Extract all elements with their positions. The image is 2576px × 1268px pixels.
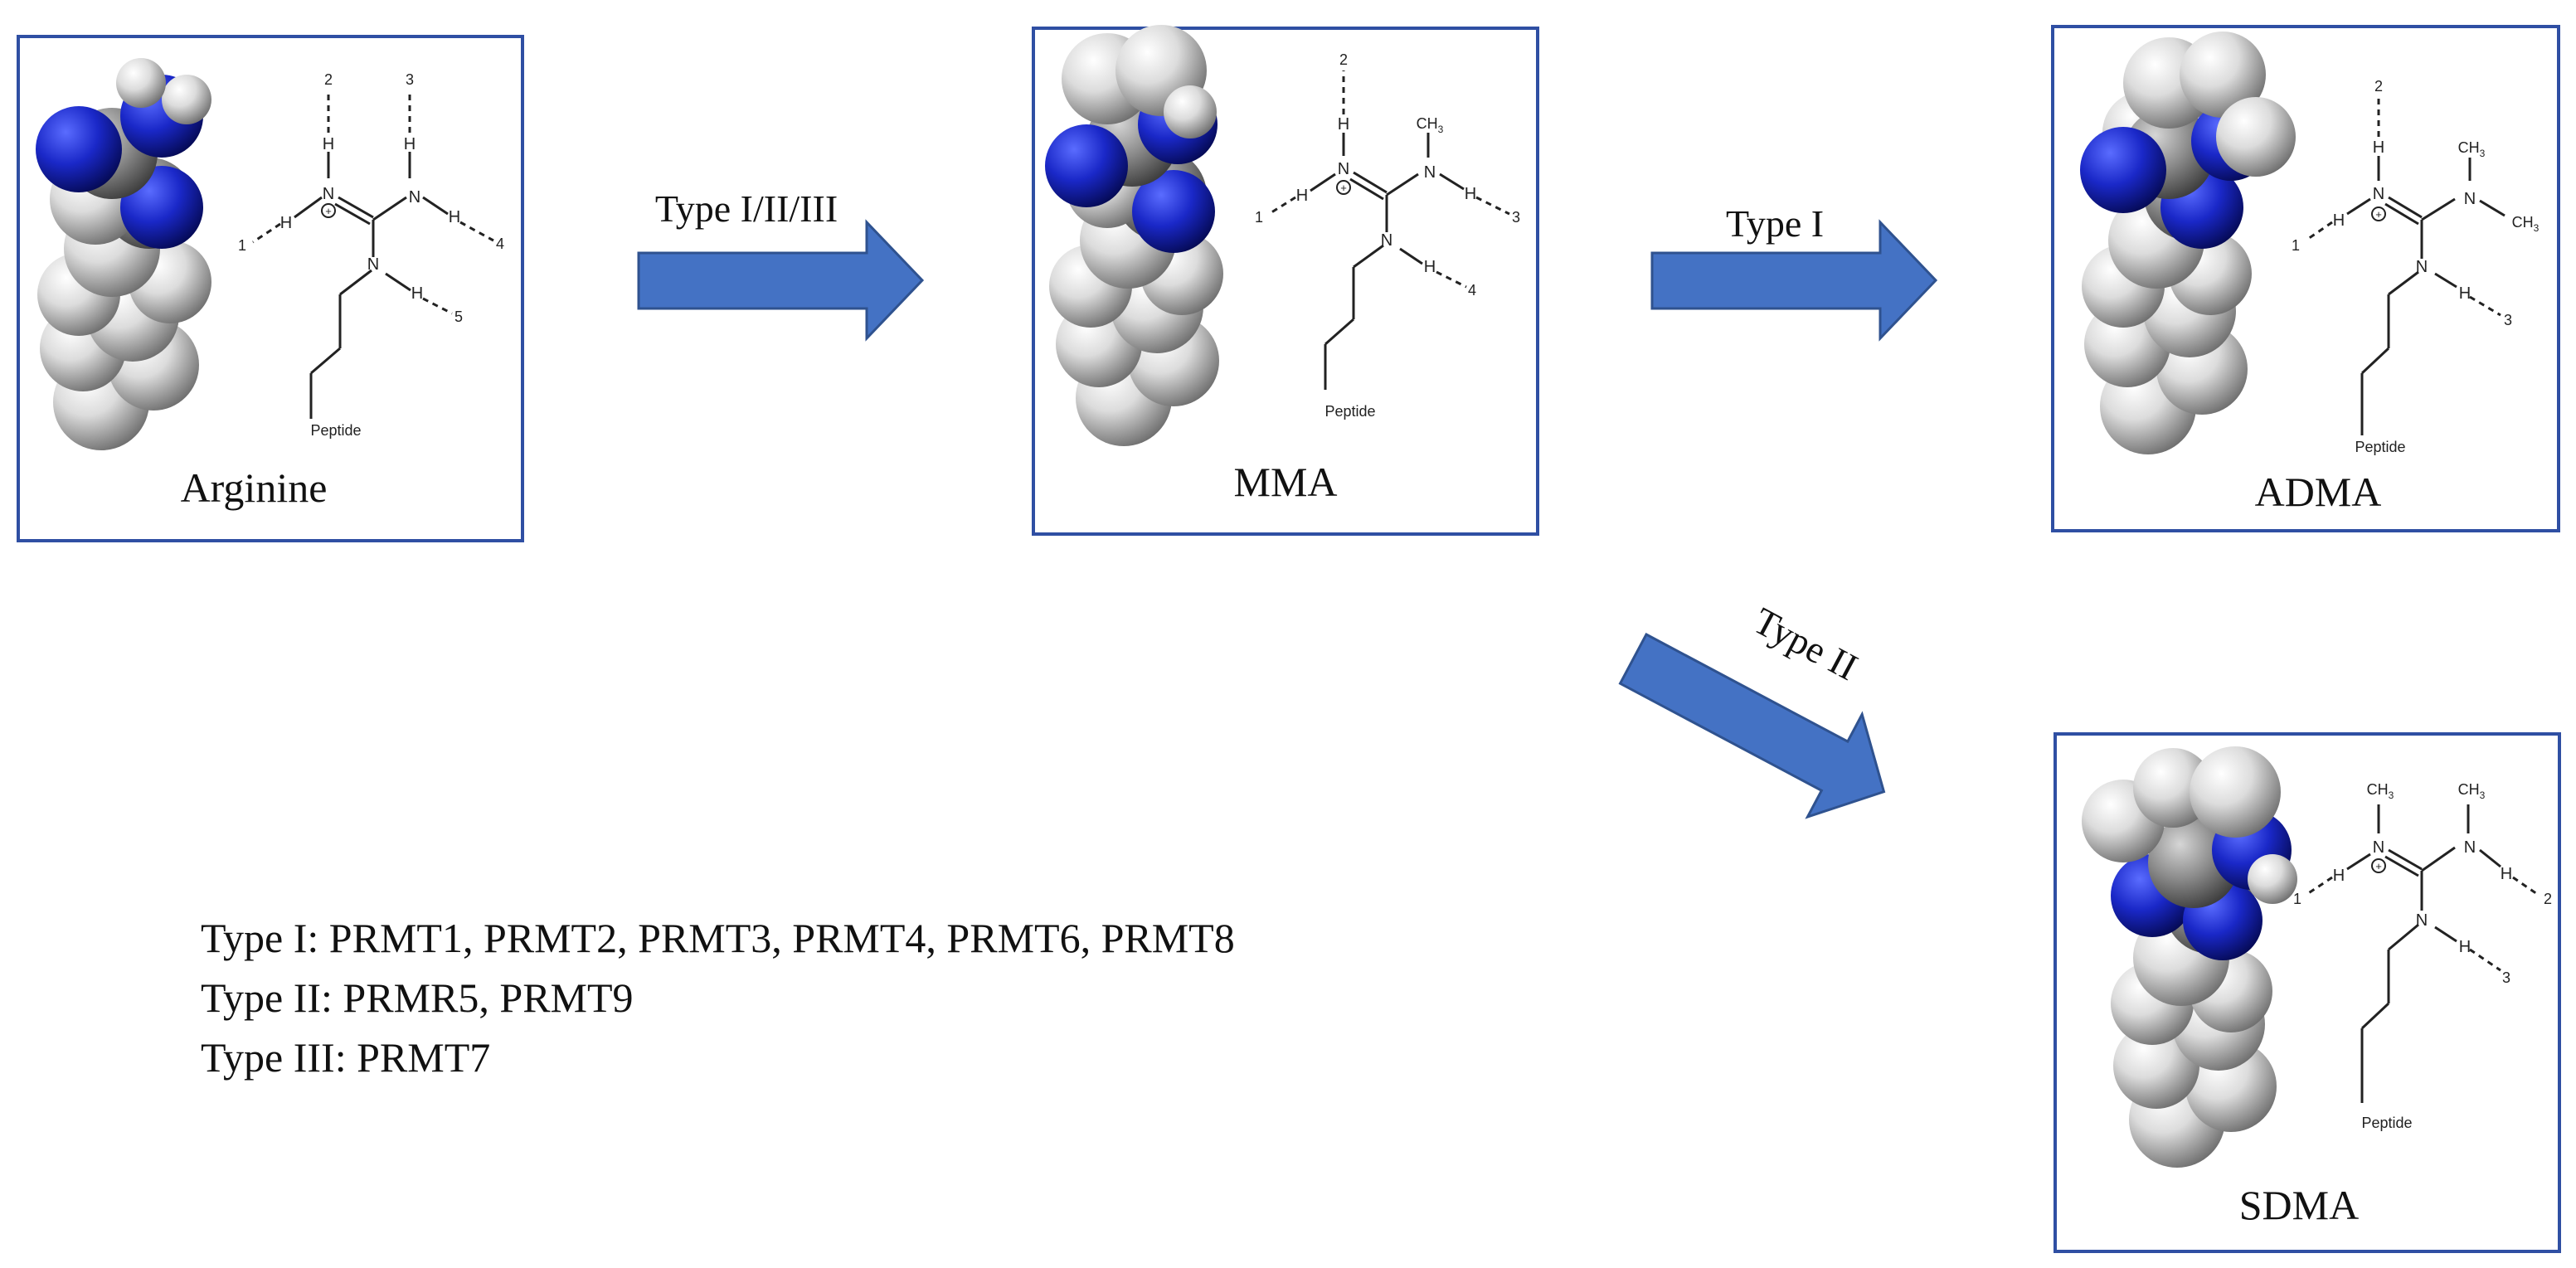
svg-text:H: H: [2373, 138, 2384, 157]
svg-text:2: 2: [1339, 51, 1348, 68]
svg-text:3: 3: [406, 71, 414, 88]
svg-text:+: +: [1340, 182, 1347, 194]
svg-text:+: +: [325, 205, 332, 217]
svg-text:1: 1: [2292, 237, 2300, 254]
arrow-mma-to-sdma: Type II: [1618, 599, 1886, 819]
svg-text:N: N: [2464, 190, 2476, 208]
svg-text:3: 3: [2502, 969, 2510, 986]
svg-text:H: H: [2459, 938, 2471, 956]
mma-structure: [1268, 70, 1510, 390]
arginine-panel: N + N N H H H H H 2 3 1 4 5 Peptide Argi…: [17, 35, 524, 542]
svg-text:CH3: CH3: [2367, 781, 2394, 801]
svg-text:N: N: [1338, 160, 1349, 178]
arrow-mma-to-adma: Type I: [1650, 202, 1938, 342]
legend-line-type-iii: Type III: PRMT7: [201, 1034, 490, 1081]
adma-structure-labels: N + N N H H H CH3 CH3 2 1 3 Peptide: [2292, 78, 2540, 455]
arrow-arginine-to-mma: Type I/II/III: [637, 187, 925, 342]
sdma-structure: [2306, 804, 2540, 1103]
adma-panel: N + N N H H H CH3 CH3 2 1 3 Peptide ADMA: [2051, 25, 2560, 532]
svg-text:H: H: [1465, 185, 1476, 203]
svg-text:N: N: [2373, 838, 2384, 857]
svg-text:H: H: [323, 135, 334, 153]
svg-text:N: N: [1381, 231, 1392, 250]
svg-text:3: 3: [1512, 209, 1520, 226]
mma-caption: MMA: [1233, 459, 1337, 505]
sdma-space-filling-model: [2082, 746, 2297, 1168]
svg-text:CH3: CH3: [2512, 214, 2540, 234]
svg-text:Peptide: Peptide: [1324, 403, 1375, 420]
svg-text:N: N: [2464, 838, 2476, 857]
svg-text:1: 1: [238, 237, 246, 254]
svg-text:+: +: [2375, 860, 2382, 872]
svg-text:N: N: [2373, 185, 2384, 203]
svg-text:H: H: [2459, 284, 2471, 303]
sdma-panel: N + N N H H H CH3 CH3 1 2 3 Peptide SDMA: [2054, 732, 2561, 1253]
svg-text:+: +: [2375, 208, 2382, 221]
arginine-space-filling-model: [36, 58, 211, 450]
svg-text:H: H: [404, 135, 416, 153]
svg-text:H: H: [1424, 258, 1436, 276]
sdma-structure-labels: N + N N H H H CH3 CH3 1 2 3 Peptide: [2293, 781, 2552, 1131]
svg-text:CH3: CH3: [2458, 139, 2486, 159]
svg-text:2: 2: [2374, 78, 2383, 95]
svg-text:5: 5: [454, 308, 463, 325]
svg-text:CH3: CH3: [2458, 781, 2486, 801]
arginine-structure-labels: N + N N H H H H H 2 3 1 4 5 Peptide: [238, 71, 504, 439]
svg-text:1: 1: [2293, 891, 2301, 907]
svg-text:N: N: [1424, 163, 1436, 182]
svg-text:Peptide: Peptide: [310, 422, 361, 439]
svg-text:H: H: [2501, 865, 2512, 883]
svg-text:2: 2: [2544, 891, 2552, 907]
adma-space-filling-model: [2080, 32, 2296, 454]
svg-text:Peptide: Peptide: [2355, 439, 2405, 455]
enzyme-legend: Type I: PRMT1, PRMT2, PRMT3, PRMT4, PRMT…: [201, 915, 1235, 1081]
svg-text:N: N: [2416, 911, 2428, 930]
svg-text:N: N: [323, 185, 334, 203]
svg-text:N: N: [2416, 258, 2428, 276]
adma-caption: ADMA: [2255, 469, 2382, 515]
arginine-structure: [252, 90, 494, 419]
adma-structure: [2305, 98, 2506, 435]
svg-text:H: H: [280, 214, 292, 232]
svg-text:CH3: CH3: [1417, 115, 1444, 135]
svg-text:H: H: [2333, 867, 2345, 885]
svg-text:4: 4: [496, 236, 504, 252]
mma-structure-labels: N + N N H H H H CH3 2 1 3 4 Peptide: [1255, 51, 1520, 420]
arrow-label-type-ii: Type II: [1747, 599, 1864, 688]
arginine-caption: Arginine: [181, 464, 328, 511]
legend-line-type-i: Type I: PRMT1, PRMT2, PRMT3, PRMT4, PRMT…: [201, 915, 1235, 961]
arrow-label-type-i: Type I: [1726, 202, 1824, 245]
svg-text:H: H: [1296, 187, 1308, 205]
arrow-label-type-i-ii-iii: Type I/II/III: [655, 187, 838, 230]
svg-text:H: H: [2333, 211, 2345, 230]
svg-text:4: 4: [1468, 282, 1476, 299]
svg-text:N: N: [367, 255, 379, 274]
sdma-caption: SDMA: [2239, 1182, 2359, 1228]
svg-text:Peptide: Peptide: [2361, 1115, 2412, 1131]
svg-text:3: 3: [2504, 312, 2512, 328]
svg-text:1: 1: [1255, 209, 1263, 226]
mma-panel: N + N N H H H H CH3 2 1 3 4 Peptide MMA: [1032, 25, 1539, 536]
svg-text:N: N: [409, 188, 420, 206]
svg-text:2: 2: [324, 71, 333, 88]
legend-line-type-ii: Type II: PRMR5, PRMT9: [201, 974, 634, 1021]
svg-text:H: H: [449, 208, 460, 226]
svg-text:H: H: [411, 284, 423, 303]
mma-space-filling-model: [1045, 25, 1223, 446]
svg-text:H: H: [1338, 115, 1349, 134]
